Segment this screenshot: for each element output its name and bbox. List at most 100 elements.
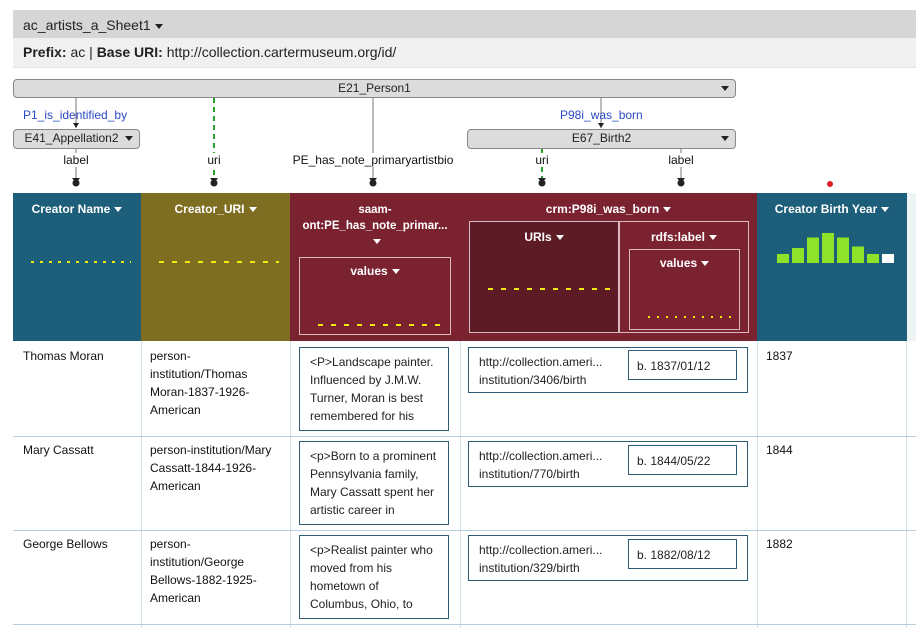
- cell-birth-label[interactable]: b. 1844/05/22: [628, 445, 737, 475]
- property-label-birth[interactable]: label: [651, 153, 711, 167]
- cell-note[interactable]: <p>Realist painter who moved from his ho…: [299, 535, 449, 619]
- property-uri-birth[interactable]: uri: [522, 153, 562, 167]
- histogram-empty-bin: [370, 324, 375, 326]
- column-divider: [906, 341, 907, 628]
- histogram-empty-bin: [318, 324, 323, 326]
- column-birth-label-values-subheader[interactable]: values: [629, 249, 740, 330]
- column-birth-group-chevron-icon[interactable]: [663, 207, 672, 213]
- cell-text-line: remembered for his: [310, 409, 415, 423]
- histogram-bar: [777, 254, 789, 263]
- column-header-creator-uri[interactable]: Creator_URI: [141, 193, 290, 341]
- cell-text-line: American: [150, 479, 201, 493]
- cell-text-line: Cassatt-1844-1926-: [150, 461, 257, 475]
- prefix-value[interactable]: ac: [70, 44, 86, 60]
- column-note-values-label[interactable]: values: [350, 264, 388, 278]
- column-note-label-line1[interactable]: saam-: [358, 204, 392, 216]
- column-birth-label-values-label[interactable]: values: [659, 256, 698, 270]
- histogram-empty-bin: [383, 324, 388, 326]
- histogram-empty-bin: [85, 261, 88, 263]
- histogram-empty-bin: [435, 324, 440, 326]
- column-creator-uri-label[interactable]: Creator_URI: [174, 202, 245, 216]
- column-creator-uri-chevron-icon[interactable]: [248, 207, 257, 213]
- worksheet-menu-chevron-icon[interactable]: [154, 23, 163, 29]
- histogram-empty-bin: [566, 288, 571, 290]
- histogram-empty-bin: [185, 261, 190, 263]
- cell-birth-group: http://collection.ameri... institution/3…: [468, 535, 748, 581]
- column-note-values-chevron-icon[interactable]: [391, 269, 400, 275]
- column-note-values-subheader[interactable]: values: [299, 257, 451, 335]
- column-note-chevron-icon[interactable]: [373, 239, 381, 245]
- histogram-birth-uris: [488, 288, 610, 290]
- column-divider: [757, 341, 758, 628]
- cell-birth-label[interactable]: b. 1882/08/12: [628, 539, 737, 569]
- cell-birth-uri[interactable]: http://collection.ameri...: [479, 355, 603, 369]
- histogram-empty-bin: [702, 316, 704, 318]
- cell-creator-name[interactable]: George Bellows: [23, 537, 108, 551]
- column-header-birth-group[interactable]: crm:P98i_was_born URIs rdfs:label values: [460, 193, 757, 341]
- histogram-empty-bin: [553, 288, 558, 290]
- cell-creator-uri[interactable]: person- institution/George Bellows-1882-…: [150, 535, 257, 607]
- column-creator-name-label[interactable]: Creator Name: [31, 202, 111, 216]
- column-birth-label-subheader[interactable]: rdfs:label values: [619, 221, 749, 333]
- column-birth-uris-chevron-icon[interactable]: [555, 235, 564, 241]
- cell-birth-uri[interactable]: http://collection.ameri...: [479, 449, 603, 463]
- cell-birth-uri[interactable]: http://collection.ameri...: [479, 543, 603, 557]
- column-birth-label-chevron-icon[interactable]: [709, 235, 717, 241]
- appellation-node-chevron-icon[interactable]: [125, 136, 133, 141]
- histogram-empty-bin: [579, 288, 584, 290]
- column-header-note[interactable]: saam- ont:PE_has_note_primar... values: [290, 193, 460, 341]
- histogram-empty-bin: [711, 316, 713, 318]
- column-birth-year-label[interactable]: Creator Birth Year: [774, 202, 878, 216]
- column-birth-uris-label[interactable]: URIs: [524, 230, 552, 244]
- cell-birth-year[interactable]: 1844: [766, 443, 793, 457]
- appellation-node[interactable]: E41_Appellation2: [13, 129, 140, 149]
- histogram-empty-bin: [130, 261, 131, 263]
- link-identified-by[interactable]: P1_is_identified_by: [23, 108, 128, 122]
- birth-node[interactable]: E67_Birth2: [467, 129, 736, 149]
- histogram-empty-bin: [263, 261, 268, 263]
- cell-birth-label[interactable]: b. 1837/01/12: [628, 350, 737, 380]
- cell-note[interactable]: <P>Landscape painter. Influenced by J.M.…: [299, 347, 449, 431]
- link-was-born[interactable]: P98i_was_born: [560, 108, 643, 122]
- cell-creator-uri[interactable]: person- institution/Thomas Moran-1837-19…: [150, 347, 249, 419]
- column-birth-group-label[interactable]: crm:P98i_was_born: [545, 202, 660, 216]
- person-node-chevron-icon[interactable]: [721, 86, 729, 91]
- birth-node-chevron-icon[interactable]: [721, 136, 729, 141]
- cell-text-line: American: [150, 403, 201, 417]
- histogram-empty-bin: [422, 324, 427, 326]
- column-birth-label-values-chevron-icon[interactable]: [701, 261, 710, 267]
- base-uri-value[interactable]: http://collection.cartermuseum.org/id/: [166, 44, 397, 60]
- histogram-empty-bin: [121, 261, 124, 263]
- cell-creator-name[interactable]: Mary Cassatt: [23, 443, 94, 457]
- property-uri-creator[interactable]: uri: [194, 153, 234, 167]
- column-creator-name-chevron-icon[interactable]: [114, 207, 123, 213]
- column-note-label-line2[interactable]: ont:PE_has_note_primar...: [302, 220, 448, 232]
- histogram-empty-bin: [331, 324, 336, 326]
- histogram-empty-bin: [250, 261, 255, 263]
- column-header-creator-name[interactable]: Creator Name: [13, 193, 141, 341]
- cell-note[interactable]: <p>Born to a prominent Pennsylvania fami…: [299, 441, 449, 525]
- worksheet-title-bar[interactable]: ac_artists_a_Sheet1: [13, 10, 916, 38]
- histogram-empty-bin: [76, 261, 79, 263]
- cell-birth-year[interactable]: 1837: [766, 349, 793, 363]
- column-birth-label-label[interactable]: rdfs:label: [650, 230, 705, 244]
- column-header-birth-year[interactable]: Creator Birth Year: [757, 193, 907, 341]
- histogram-empty-bin: [112, 261, 115, 263]
- histogram-empty-bin: [693, 316, 695, 318]
- cell-birth-year[interactable]: 1882: [766, 537, 793, 551]
- property-note[interactable]: PE_has_note_primaryartistbio: [283, 153, 463, 167]
- prefix-separator: |: [89, 44, 93, 60]
- cell-text-line: Turner, Moran is best: [310, 391, 423, 405]
- property-label-name[interactable]: label: [46, 153, 106, 167]
- cell-creator-uri[interactable]: person-institution/Mary Cassatt-1844-192…: [150, 441, 271, 495]
- histogram-empty-bin: [198, 261, 203, 263]
- histogram-note-values: [318, 324, 440, 326]
- cell-creator-name[interactable]: Thomas Moran: [23, 349, 104, 363]
- column-birth-uris-subheader[interactable]: URIs: [469, 221, 619, 333]
- cell-text-line: <p>Realist painter who: [310, 543, 433, 557]
- worksheet-title[interactable]: ac_artists_a_Sheet1: [23, 17, 151, 33]
- histogram-empty-bin: [527, 288, 532, 290]
- column-birth-year-chevron-icon[interactable]: [881, 207, 890, 213]
- person-node[interactable]: E21_Person1: [13, 79, 736, 98]
- histogram-empty-bin: [720, 316, 722, 318]
